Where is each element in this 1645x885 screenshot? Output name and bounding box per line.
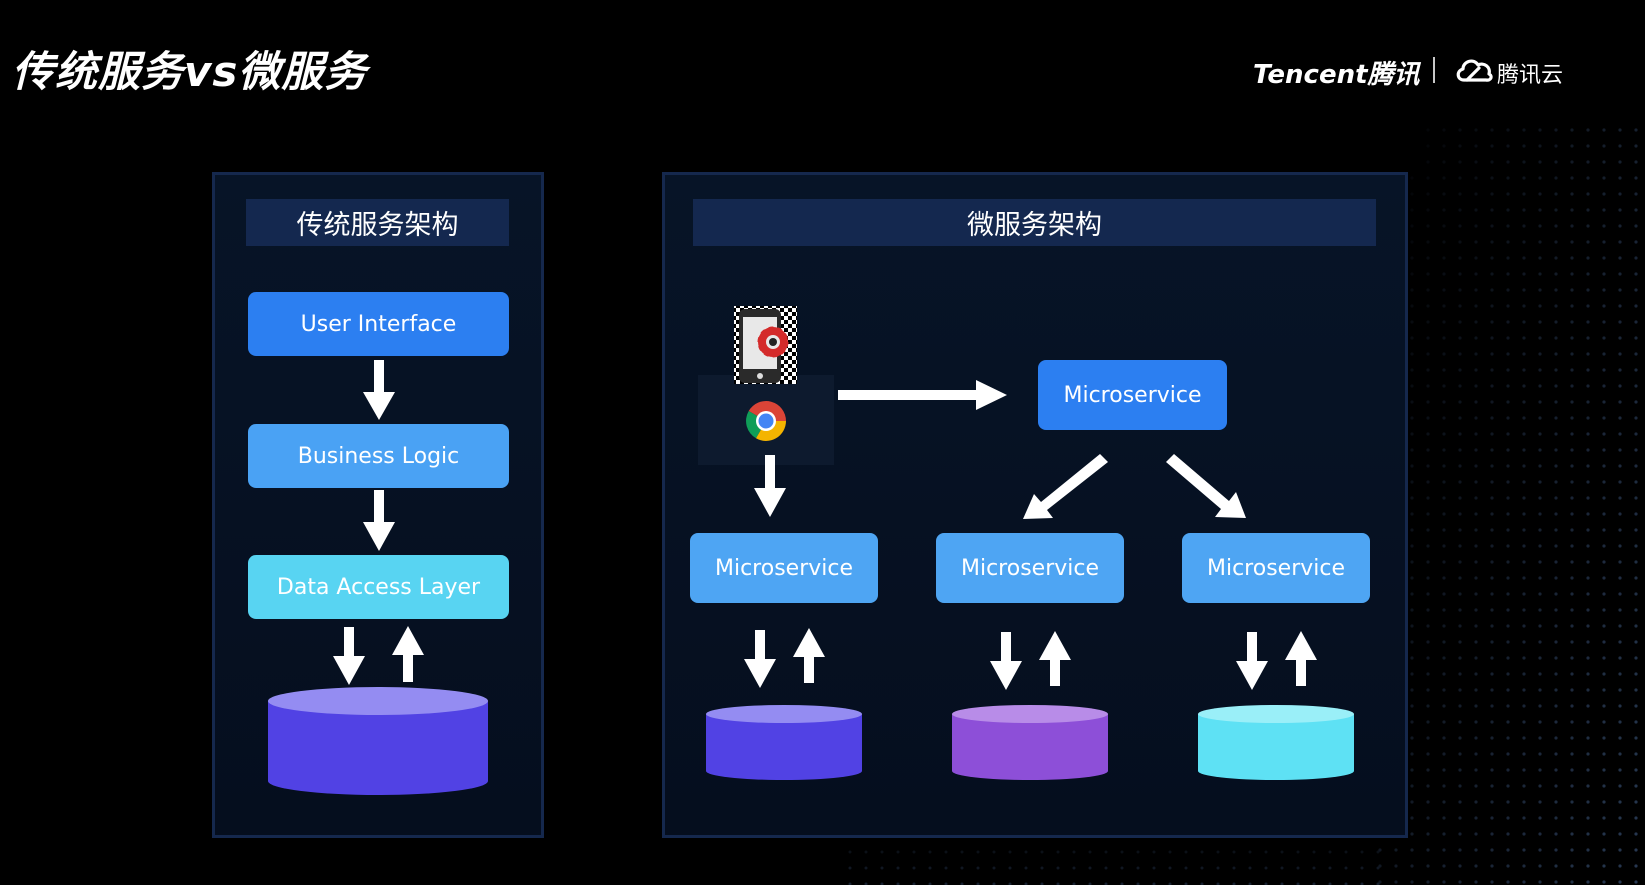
arrow-down-ms3-db	[1236, 632, 1268, 690]
database-purple	[952, 705, 1108, 780]
arrow-down-ms1-db	[744, 630, 776, 688]
arrow-up-ms2-db	[1039, 631, 1071, 686]
microservice-header: 微服务架构	[693, 199, 1376, 246]
arrow-up-ms1-db	[793, 628, 825, 683]
microservice-box-2: Microservice	[936, 533, 1124, 603]
data-access-layer-box: Data Access Layer	[248, 555, 509, 619]
microservice-box-1: Microservice	[690, 533, 878, 603]
microservice-top-box: Microservice	[1038, 360, 1227, 430]
arrow-right-to-microservice	[838, 380, 1007, 410]
arrow-down-logic-to-data	[363, 490, 395, 551]
user-interface-box: User Interface	[248, 292, 509, 356]
arrow-down-client-to-microservice	[754, 455, 786, 517]
slide-title: 传统服务vs微服务	[12, 47, 368, 96]
traditional-database	[268, 687, 488, 795]
chrome-browser-icon	[746, 401, 786, 441]
arrow-down-to-database	[333, 627, 365, 685]
tencent-cloud-text: 腾讯云	[1497, 63, 1564, 88]
database-cyan	[1198, 705, 1354, 780]
arrow-up-ms3-db	[1285, 631, 1317, 686]
arrow-down-ui-to-logic	[363, 360, 395, 420]
arrow-diagonal-right	[1166, 454, 1246, 518]
mobile-settings-icon	[734, 306, 797, 384]
microservice-box-3: Microservice	[1182, 533, 1370, 603]
traditional-header: 传统服务架构	[246, 199, 509, 246]
business-logic-box: Business Logic	[248, 424, 509, 488]
arrow-down-ms2-db	[990, 632, 1022, 690]
tencent-logo-text: Tencent腾讯	[1253, 60, 1420, 90]
database-blue	[706, 705, 862, 780]
arrow-diagonal-left	[1023, 454, 1108, 519]
brand-divider	[1433, 57, 1435, 83]
brand-logo: Tencent腾讯 腾讯云	[1253, 52, 1573, 92]
arrow-up-from-database	[392, 626, 424, 682]
tencent-cloud-icon	[1456, 59, 1493, 82]
